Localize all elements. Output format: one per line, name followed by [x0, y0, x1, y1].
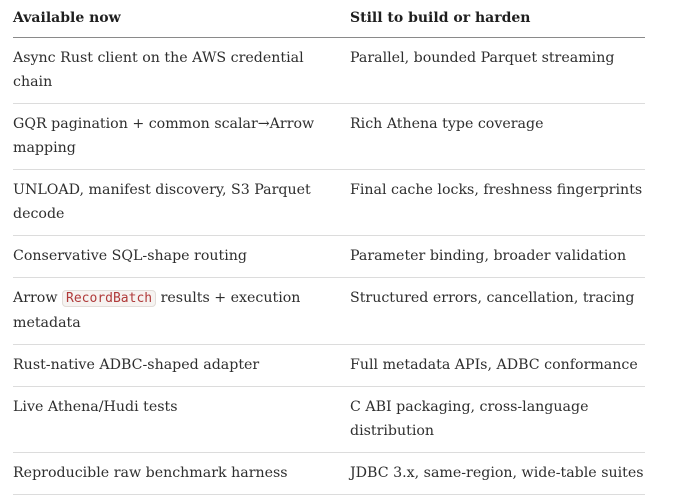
todo-cell: Full metadata APIs, ADBC conformance [350, 357, 638, 373]
table-row: Arrow RecordBatch results + execution me… [13, 278, 645, 345]
available-cell: Live Athena/Hudi tests [13, 399, 178, 415]
available-suffix-text: results + execution metadata [13, 290, 301, 331]
table-header-row: Available now Still to build or harden [13, 0, 645, 38]
available-cell: Conservative SQL-shape routing [13, 248, 247, 264]
table-row: Async Rust client on the AWS credential … [13, 38, 645, 104]
todo-cell: Final cache locks, freshness fingerprint… [350, 182, 643, 198]
available-prefix-text: Arrow [13, 290, 63, 306]
todo-cell: Parallel, bounded Parquet streaming [350, 50, 615, 66]
available-cell: GQR pagination + common scalar→Arrow map… [13, 116, 315, 156]
todo-cell: JDBC 3.x, same-region, wide-table suites [350, 465, 644, 481]
todo-cell: Parameter binding, broader validation [350, 248, 627, 264]
available-cell: Reproducible raw benchmark harness [13, 465, 288, 481]
column-header-available-now: Available now [13, 10, 121, 26]
feature-status-table: Available now Still to build or harden A… [13, 0, 645, 495]
table-row: Conservative SQL-shape routing Parameter… [13, 236, 645, 278]
todo-cell: Rich Athena type coverage [350, 116, 544, 132]
table-row: UNLOAD, manifest discovery, S3 Parquet d… [13, 170, 645, 236]
inline-code-recordbatch: RecordBatch [62, 290, 157, 307]
available-cell: Rust-native ADBC-shaped adapter [13, 357, 260, 373]
column-header-still-to-build: Still to build or harden [350, 10, 531, 26]
todo-cell: Structured errors, cancellation, tracing [350, 290, 635, 306]
available-cell: Async Rust client on the AWS credential … [13, 50, 304, 90]
table-row: Rust-native ADBC-shaped adapter Full met… [13, 345, 645, 387]
table-row: Reproducible raw benchmark harness JDBC … [13, 453, 645, 495]
todo-cell: C ABI packaging, cross-language distribu… [350, 399, 589, 439]
table-row: GQR pagination + common scalar→Arrow map… [13, 104, 645, 170]
available-cell: Arrow RecordBatch results + execution me… [13, 278, 350, 344]
available-cell: UNLOAD, manifest discovery, S3 Parquet d… [13, 182, 311, 222]
table-row: Live Athena/Hudi tests C ABI packaging, … [13, 387, 645, 453]
